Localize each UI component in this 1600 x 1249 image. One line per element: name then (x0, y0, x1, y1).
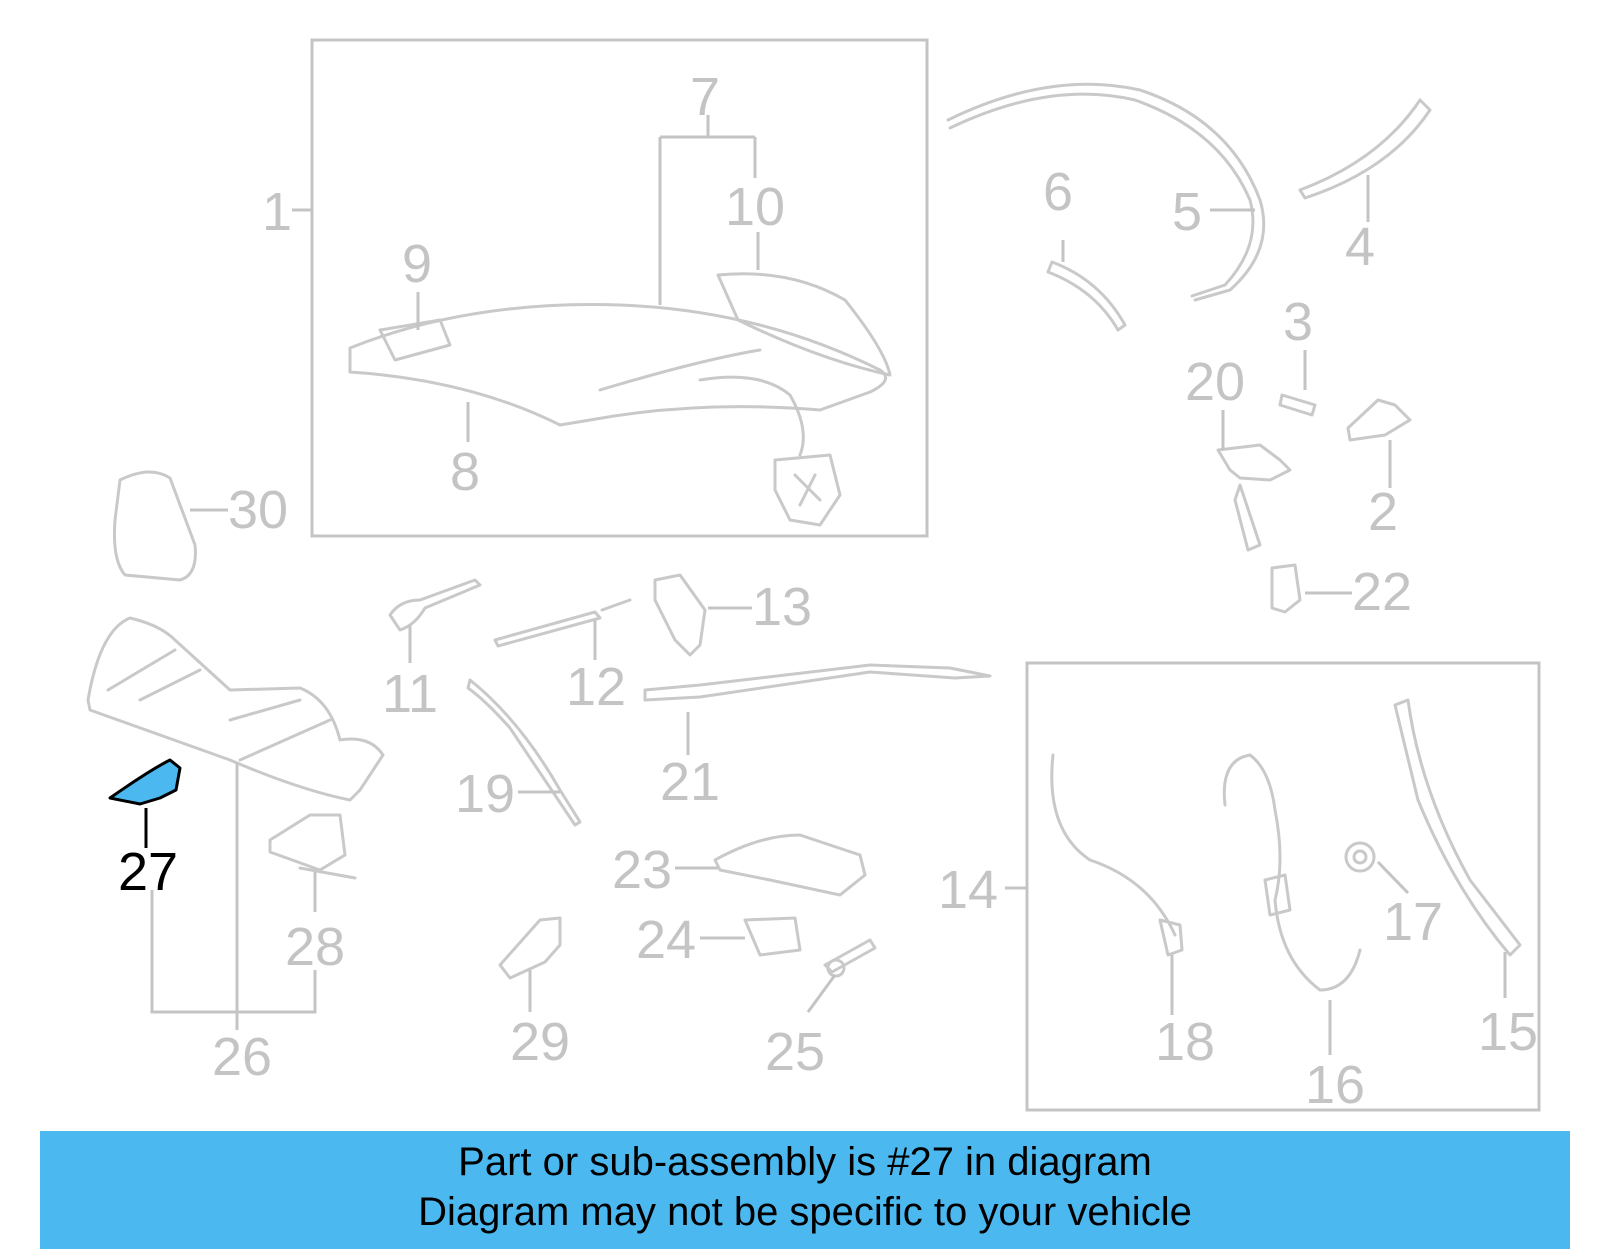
banner-part-line: Part or sub-assembly is #27 in diagram (458, 1140, 1152, 1184)
banner-disclaimer-line: Diagram may not be specific to your vehi… (418, 1190, 1192, 1234)
callout-23: 23 (612, 840, 672, 900)
part-23 (713, 833, 867, 897)
callout-29: 29 (510, 1012, 570, 1072)
group-box-1 (310, 38, 929, 538)
cable-18-part (1050, 753, 1184, 957)
callout-6: 6 (1043, 162, 1073, 222)
seal-15-part (1393, 698, 1522, 957)
part-12 (493, 598, 632, 648)
part-28 (268, 813, 357, 880)
callout-27: 27 (118, 842, 178, 902)
callout-13: 13 (752, 577, 812, 637)
callout-19: 19 (455, 764, 515, 824)
callout-3: 3 (1283, 292, 1313, 352)
part-29 (498, 916, 562, 980)
part-25 (823, 938, 877, 978)
callout-10: 10 (725, 177, 785, 237)
bracket-2-part (1346, 398, 1412, 442)
frame-bracket-part (773, 453, 842, 527)
leader-7 (658, 115, 757, 305)
weatherstrip-5-part (946, 82, 1266, 302)
seal-6-part (1046, 260, 1127, 332)
callout-9: 9 (402, 234, 432, 294)
headrest-30-part (113, 470, 197, 582)
callout-18: 18 (1155, 1012, 1215, 1072)
wind-deflector-26-part (86, 616, 385, 802)
part-19 (466, 678, 582, 827)
rear-window-part (716, 272, 892, 377)
part-21 (643, 663, 992, 702)
callout-28: 28 (285, 917, 345, 977)
part-22 (1270, 563, 1302, 614)
callout-1: 1 (262, 182, 292, 242)
part-27-highlighted (108, 758, 182, 806)
callout-30: 30 (228, 480, 288, 540)
info-banner: Part or sub-assembly is #27 in diagram D… (40, 1131, 1570, 1249)
leader-26 (150, 762, 317, 1030)
callout-16: 16 (1305, 1055, 1365, 1115)
callout-21: 21 (660, 752, 720, 812)
soft-top-part (348, 303, 888, 457)
callout-17: 17 (1383, 892, 1443, 952)
part-24 (743, 916, 802, 957)
callout-26: 26 (212, 1027, 272, 1087)
harness-16-part (1222, 753, 1362, 992)
actuator-20-part (1216, 443, 1292, 552)
callout-8: 8 (450, 442, 480, 502)
callout-12: 12 (566, 657, 626, 717)
callout-11: 11 (382, 664, 438, 724)
pin-3-part (1278, 393, 1317, 417)
callout-5: 5 (1172, 182, 1202, 242)
part-13 (653, 573, 707, 657)
callout-24: 24 (636, 910, 696, 970)
callout-7: 7 (690, 67, 720, 127)
leader-25 (806, 974, 837, 1013)
grommet-17-part (1344, 841, 1376, 873)
seal-4-part (1298, 98, 1432, 200)
part-11 (388, 578, 482, 632)
callout-2: 2 (1368, 482, 1398, 542)
leader-17 (1376, 860, 1410, 895)
callout-22: 22 (1352, 562, 1412, 622)
callout-20: 20 (1185, 352, 1245, 412)
callout-14: 14 (938, 860, 998, 920)
callout-4: 4 (1345, 217, 1375, 277)
callout-25: 25 (765, 1022, 825, 1082)
callout-15: 15 (1478, 1002, 1538, 1062)
